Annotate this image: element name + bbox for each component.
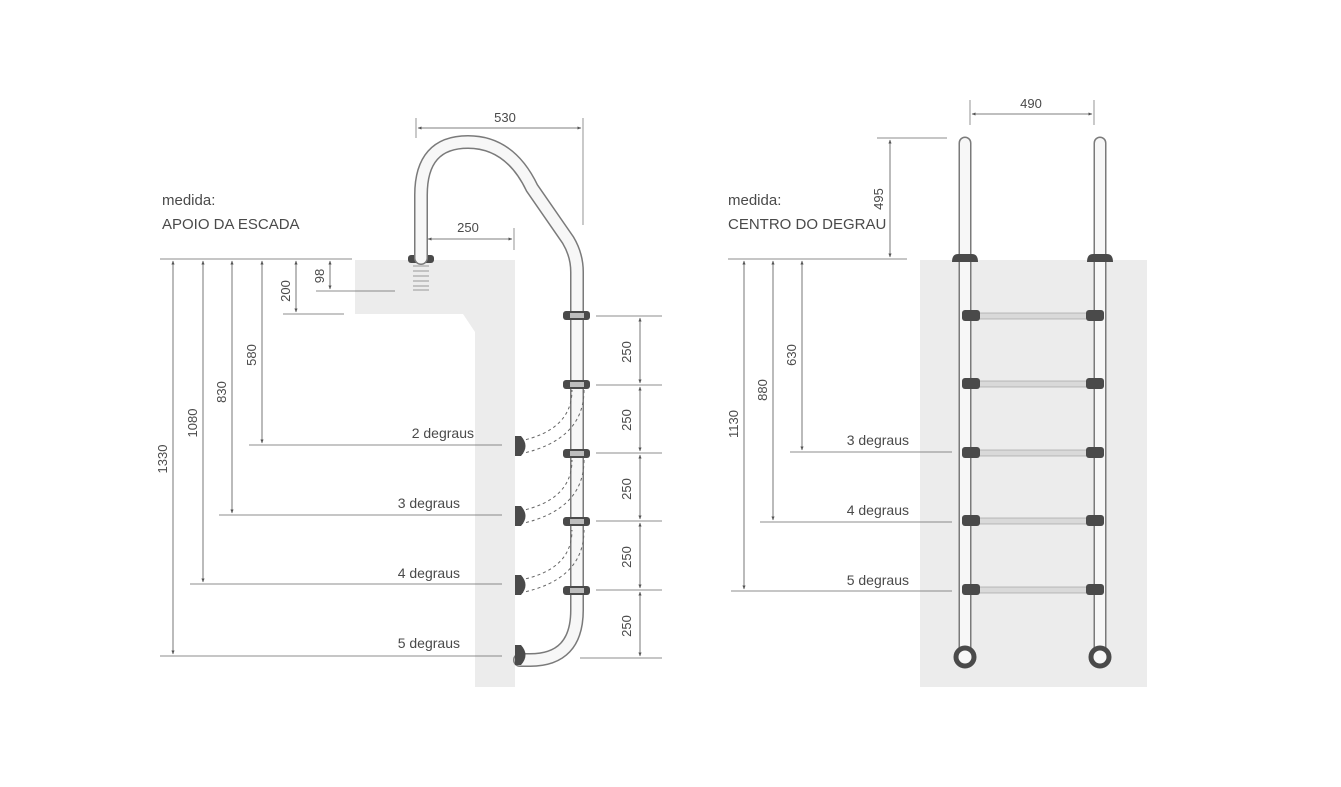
caption-right-line1: medida: [728,192,781,209]
rung-4 [962,515,1104,526]
dim-530-text: 530 [494,110,516,125]
dim-98-text: 98 [312,269,327,283]
wall-feet [515,436,526,665]
label-4-degraus-right: 4 degraus [847,502,909,518]
vertical-dims-left [160,258,502,657]
rung-2 [962,378,1104,389]
vertical-dims-right [728,137,952,592]
rung-3 [962,447,1104,458]
dim-830-text: 830 [214,381,229,403]
spacing-1-text: 250 [619,341,634,363]
dim-630-text: 630 [784,344,799,366]
dim-530 [415,118,584,225]
bolt-thread [413,265,429,291]
label-5-degraus-right: 5 degraus [847,572,909,588]
right-diagram: 490 495 630 880 1130 3 degraus 4 degraus… [726,96,1147,687]
spacing-4-text: 250 [619,546,634,568]
label-2-degraus-left: 2 degraus [412,425,474,441]
spacing-3-text: 250 [619,478,634,500]
dim-495-text: 495 [871,188,886,210]
left-diagram: 530 250 98 200 580 830 1080 1330 [155,110,662,687]
label-3-degraus-left: 3 degraus [398,495,460,511]
spacing-2-text: 250 [619,409,634,431]
step-spacing-chain [580,315,662,659]
spacing-5-text: 250 [619,615,634,637]
rail-bottom-feet [953,645,1112,669]
handrail-tube-fill [415,136,583,666]
dim-1080-text: 1080 [185,409,200,438]
label-3-degraus-right: 3 degraus [847,432,909,448]
dim-490-text: 490 [1020,96,1042,111]
caption-left-line1: medida: [162,192,215,209]
dim-1330-text: 1330 [155,445,170,474]
dim-490 [969,100,1095,125]
dim-200-text: 200 [278,280,293,302]
pool-wall-right [920,260,1147,687]
rail-flanges [952,254,1113,262]
dim-250-inner-text: 250 [457,220,479,235]
dim-250-inner [427,228,515,250]
rails [958,136,1107,655]
label-5-degraus-left: 5 degraus [398,635,460,651]
dashed-returns [519,389,585,594]
pool-wall-left [355,260,515,687]
rungs [962,310,1104,595]
dim-880-text: 880 [755,379,770,401]
caption-right-line2: CENTRO DO DEGRAU [728,216,886,233]
rung-5 [962,584,1104,595]
caption-left-line2: APOIO DA ESCADA [162,216,300,233]
rung-1 [962,310,1104,321]
dim-580-text: 580 [244,344,259,366]
dim-1130-text: 1130 [726,410,741,438]
label-4-degraus-left: 4 degraus [398,565,460,581]
